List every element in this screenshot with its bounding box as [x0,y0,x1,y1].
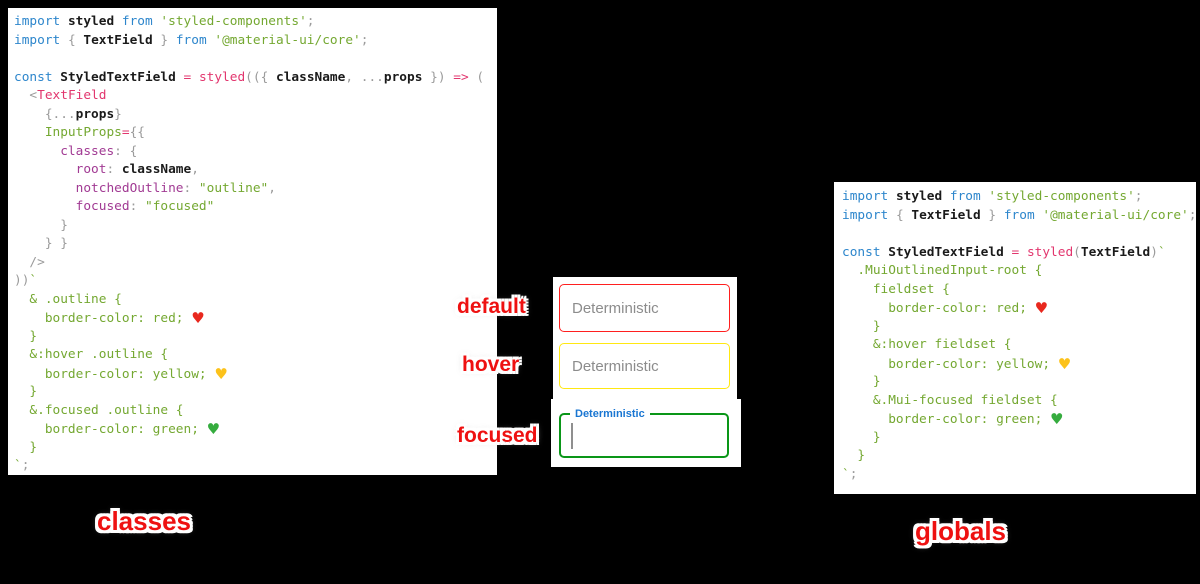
code-line: import styled from 'styled-components'; [842,189,1143,204]
code-line: border-color: green; ♥ [842,410,1064,428]
code-line: &:hover fieldset { [842,337,1012,352]
code-line: root: className, [14,162,199,177]
label-classes: classes [97,506,191,536]
code-line [14,50,497,69]
globals-code-block: import styled from 'styled-components'; i… [834,182,1196,494]
code-line: border-color: red; ♥ [14,309,205,327]
code-line: `; [14,458,30,473]
textfield-focused-panel: Deterministic [551,399,741,467]
textfield-hover[interactable] [559,343,730,389]
code-line: } } [14,236,68,251]
code-line: border-color: yellow; ♥ [14,364,228,383]
code-line: fieldset { [842,281,950,297]
code-line: import { TextField } from '@material-ui/… [842,207,1196,223]
label-focused: focused [457,424,538,447]
code-line: } [14,328,38,344]
classes-code-block: import styled from 'styled-components'; i… [8,8,497,475]
code-line: } [14,439,38,455]
code-line: classes: { [14,143,138,159]
code-line: &:hover .outline { [14,347,169,362]
code-line: } [842,429,881,445]
heart-icon: ♥ [191,309,205,327]
code-line: InputProps={{ [14,125,146,140]
code-line: /> [14,254,45,270]
code-line: border-color: yellow; ♥ [842,354,1072,373]
code-line: {...props} [14,106,122,122]
textfield-focused[interactable]: Deterministic [559,407,729,458]
label-default: default [457,295,526,318]
code-line: } [842,374,881,389]
code-line: } [842,318,881,334]
code-line: notchedOutline: "outline", [14,180,276,196]
heart-icon: ♥ [1057,354,1072,373]
textfield-demo-panel [553,277,737,399]
code-line: <TextField [14,88,107,103]
code-line: import styled from 'styled-components'; [14,14,315,29]
code-line: &.Mui-focused fieldset { [842,392,1058,408]
code-line: } [14,384,38,399]
heart-icon: ♥ [1050,410,1064,428]
code-line: &.focused .outline { [14,402,184,418]
code-line: border-color: red; ♥ [842,299,1049,317]
code-line: import { TextField } from '@material-ui/… [14,32,369,48]
heart-icon: ♥ [206,420,221,438]
text-cursor [571,423,573,449]
code-line: `; [842,466,858,482]
code-line: ))` [14,273,38,288]
textfield-default[interactable] [559,284,730,332]
code-line: const StyledTextField = styled(TextField… [842,244,1166,260]
heart-icon: ♥ [1034,299,1049,317]
code-line: } [14,217,68,233]
code-line: } [842,448,866,463]
heart-icon: ♥ [214,364,228,383]
label-globals: globals [915,516,1007,546]
code-line: border-color: green; ♥ [14,420,221,438]
textfield-focused-notch-label: Deterministic [570,407,650,421]
code-line: const StyledTextField = styled(({ classN… [14,69,485,85]
code-line: focused: "focused" [14,199,215,214]
code-line: .MuiOutlinedInput-root { [842,263,1043,278]
code-line: & .outline { [14,291,122,307]
label-hover: hover [462,353,520,376]
code-line [842,225,1196,244]
